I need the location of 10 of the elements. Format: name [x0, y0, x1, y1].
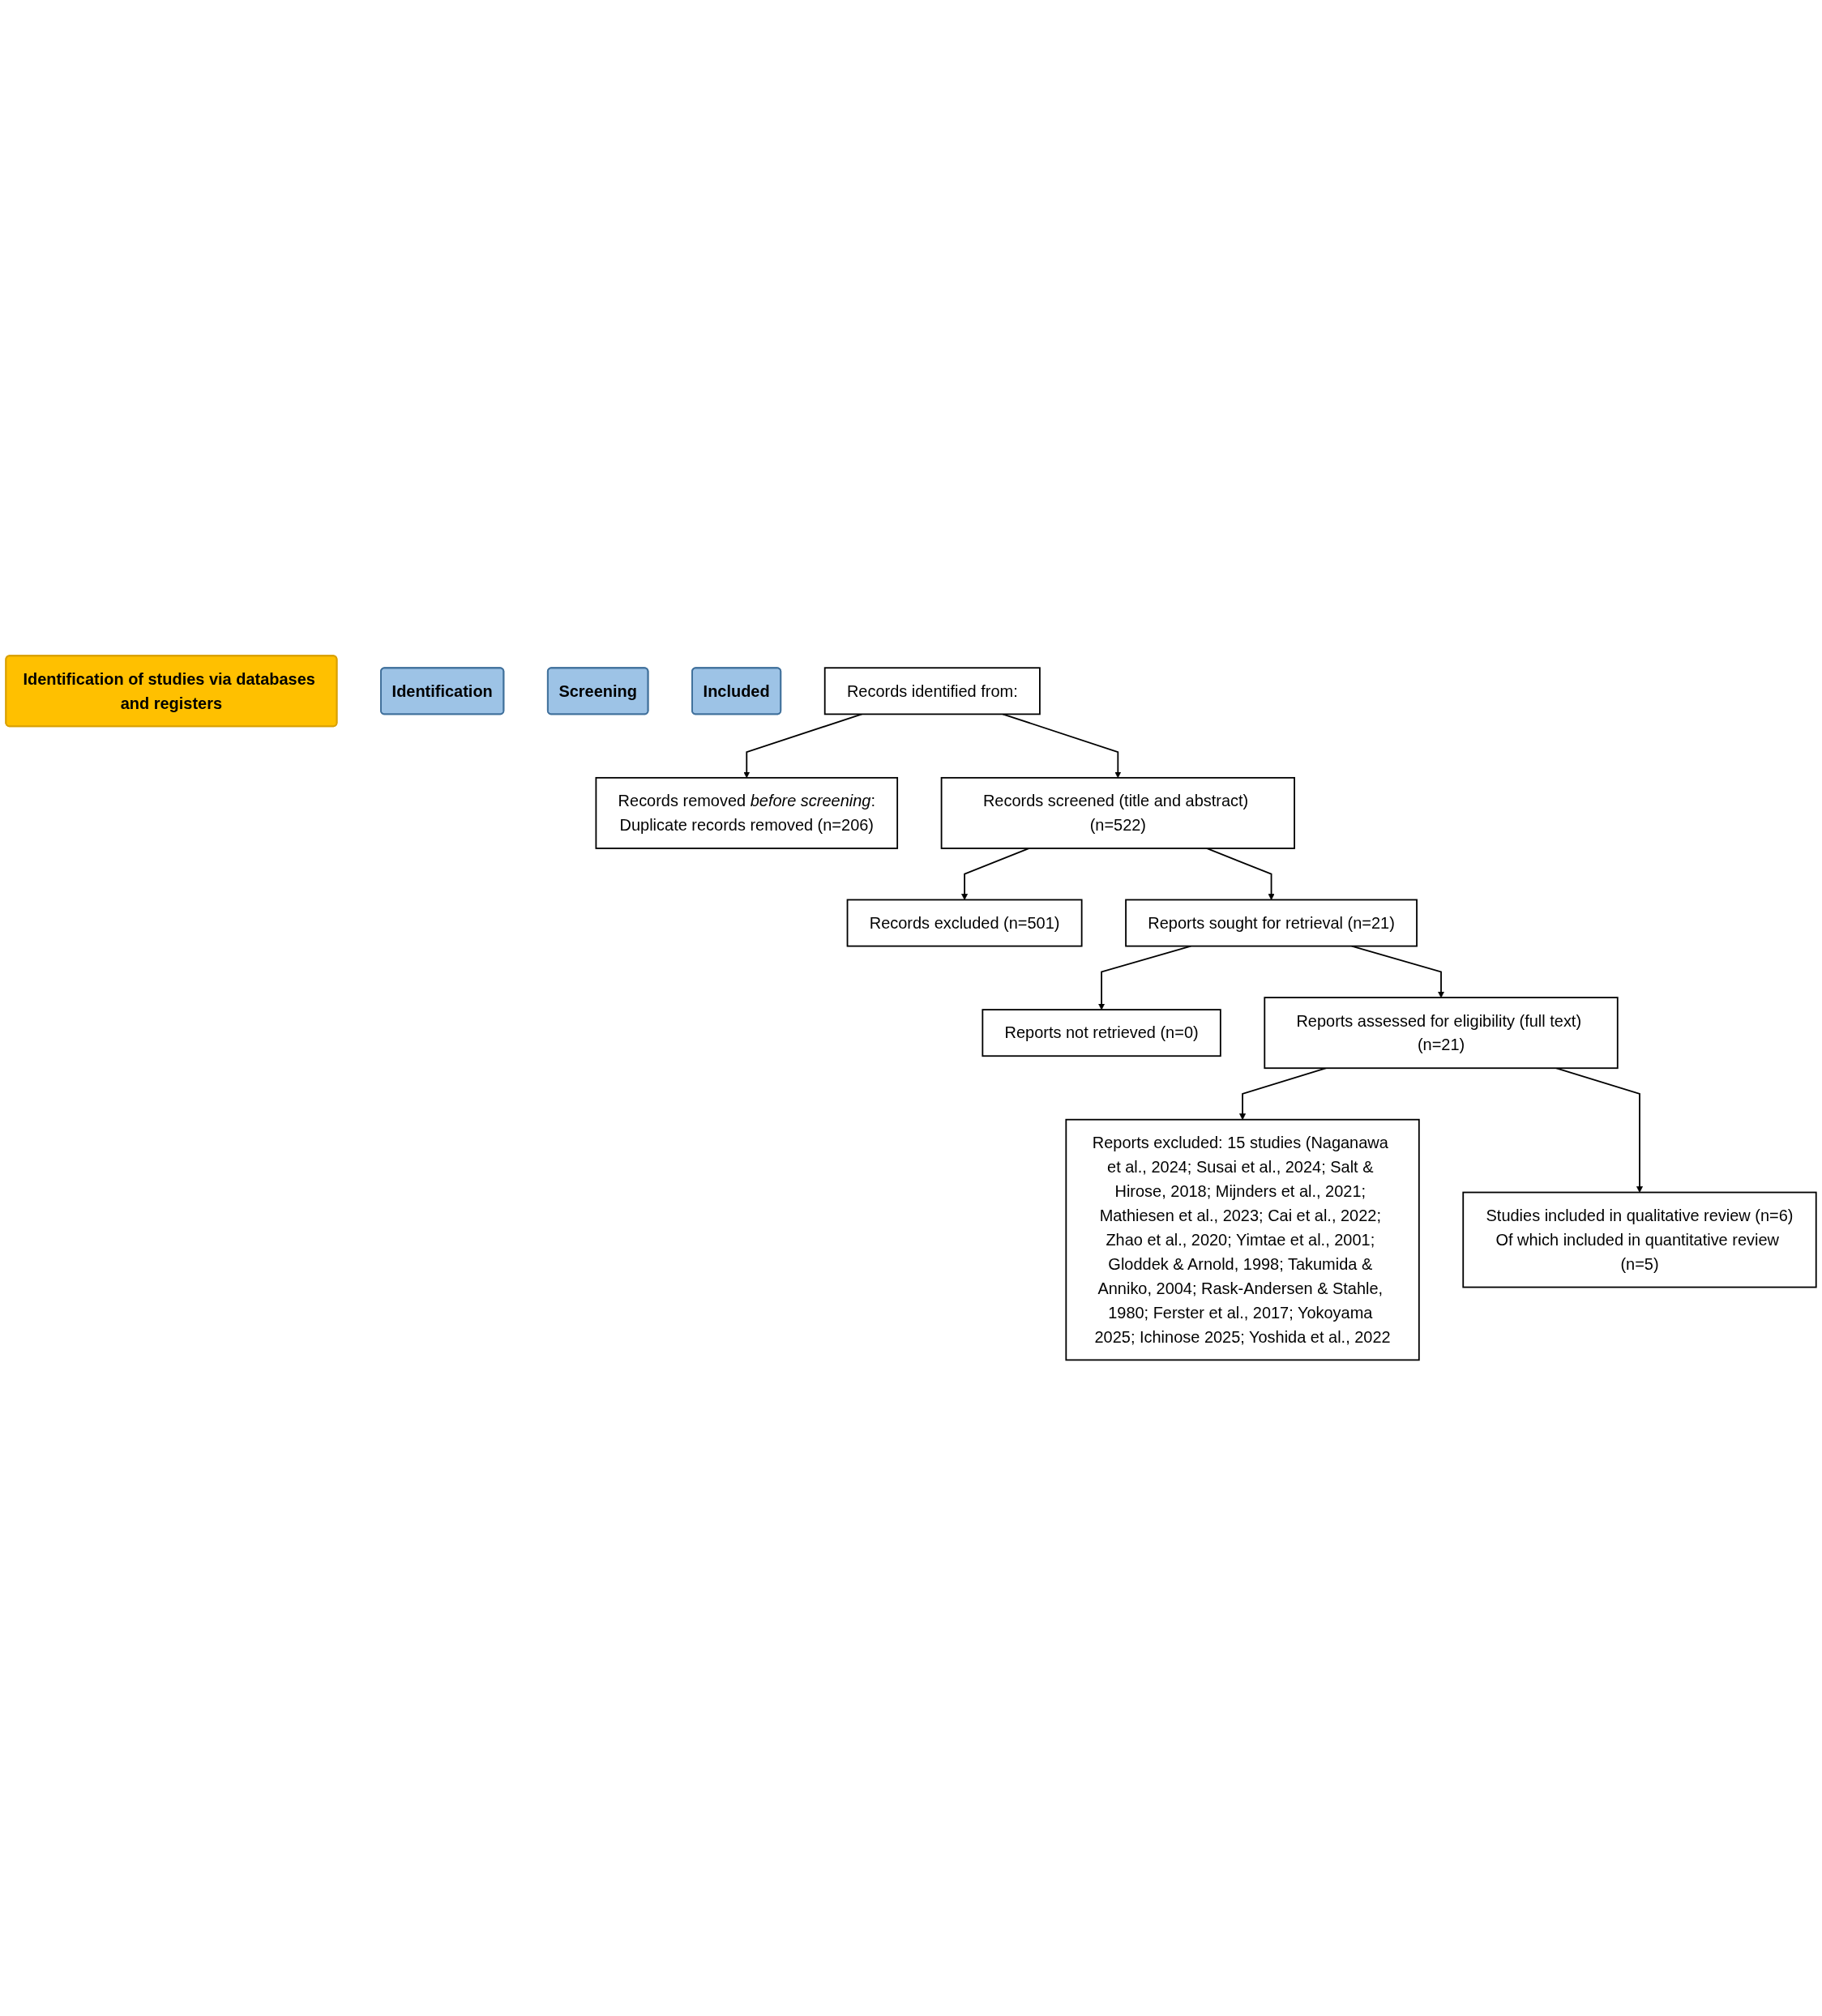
node-box: Records identified from: [823, 667, 1041, 715]
node-box: Records excluded (n=501) [846, 899, 1083, 947]
arrow [1002, 713, 1122, 779]
node-box: Records screened (title and abstract) (n=522) [940, 777, 1295, 850]
node-box: Reports not retrieved (n=0) [982, 1009, 1221, 1057]
node-box: Records removed before screening: Duplicate records removed (n=206) [595, 777, 899, 850]
node-box: Reports sought for retrieval (n=21) [1125, 899, 1418, 947]
node-box: Reports excluded: 15 studies (Naganawa et al., 2024; Susai et al., 2024; Salt & Hirose, 2018; Mijnders et al., 2021; Mathiesen et al., 2023; Cai et al., 2022; Zhao et al., 2020; Yimtae et al., 2001; Gloddek & Arnold, 1998; Takumida & Anniko, 2004; Rask-Andersen & Stahle, 1980; Ferster et al., 2017; Yokoyama 2025; Ichinose 2025; Yoshida et al., 2022 [1065, 1119, 1420, 1361]
node-box: Reports assessed for eligibility (full text) (n=21) [1264, 997, 1619, 1070]
node-box: Studies included in qualitative review (n=6) Of which included in quantitative review (n=5) [1462, 1191, 1817, 1288]
